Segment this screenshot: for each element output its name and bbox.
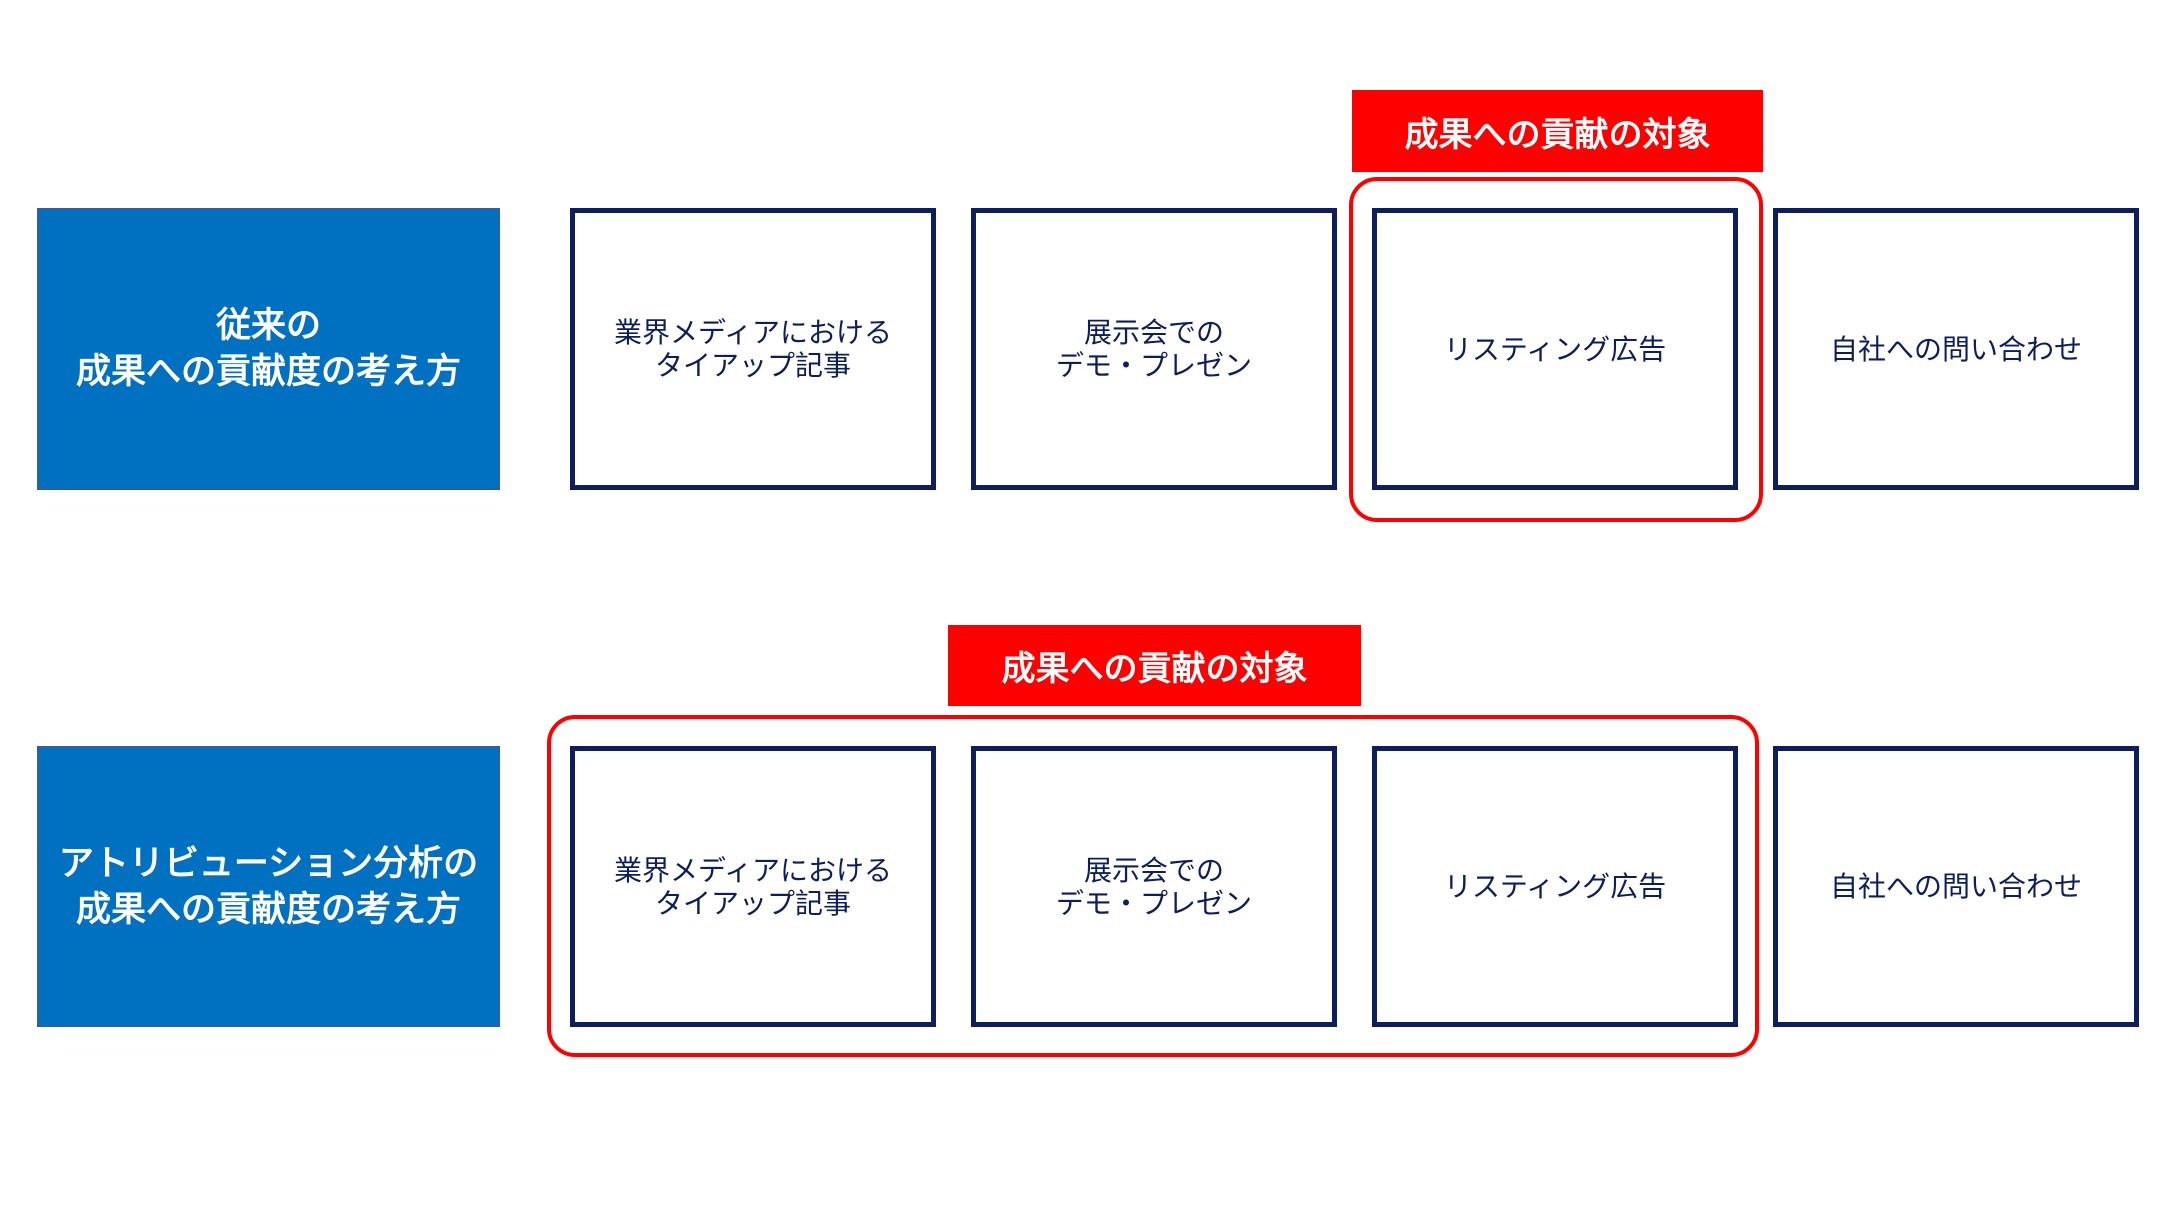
step-listing-ads: リスティング広告 [1372,208,1738,490]
step-media-tieup: 業界メディアにおける タイアップ記事 [570,208,936,490]
contribution-target-tag: 成果への貢献の対象 [1352,90,1763,172]
step-inquiry: 自社への問い合わせ [1773,746,2139,1027]
row-label-attribution: アトリビューション分析の 成果への貢献度の考え方 [37,746,500,1027]
row-label-traditional: 従来の 成果への貢献度の考え方 [37,208,500,490]
step-media-tieup: 業界メディアにおける タイアップ記事 [570,746,936,1027]
contribution-highlight-traditional [1349,177,1763,522]
contribution-target-tag: 成果への貢献の対象 [948,625,1361,706]
contribution-highlight-attribution [547,715,1759,1057]
step-inquiry: 自社への問い合わせ [1773,208,2139,490]
step-listing-ads: リスティング広告 [1372,746,1738,1027]
step-exhibition-demo: 展示会での デモ・プレゼン [971,208,1337,490]
step-exhibition-demo: 展示会での デモ・プレゼン [971,746,1337,1027]
